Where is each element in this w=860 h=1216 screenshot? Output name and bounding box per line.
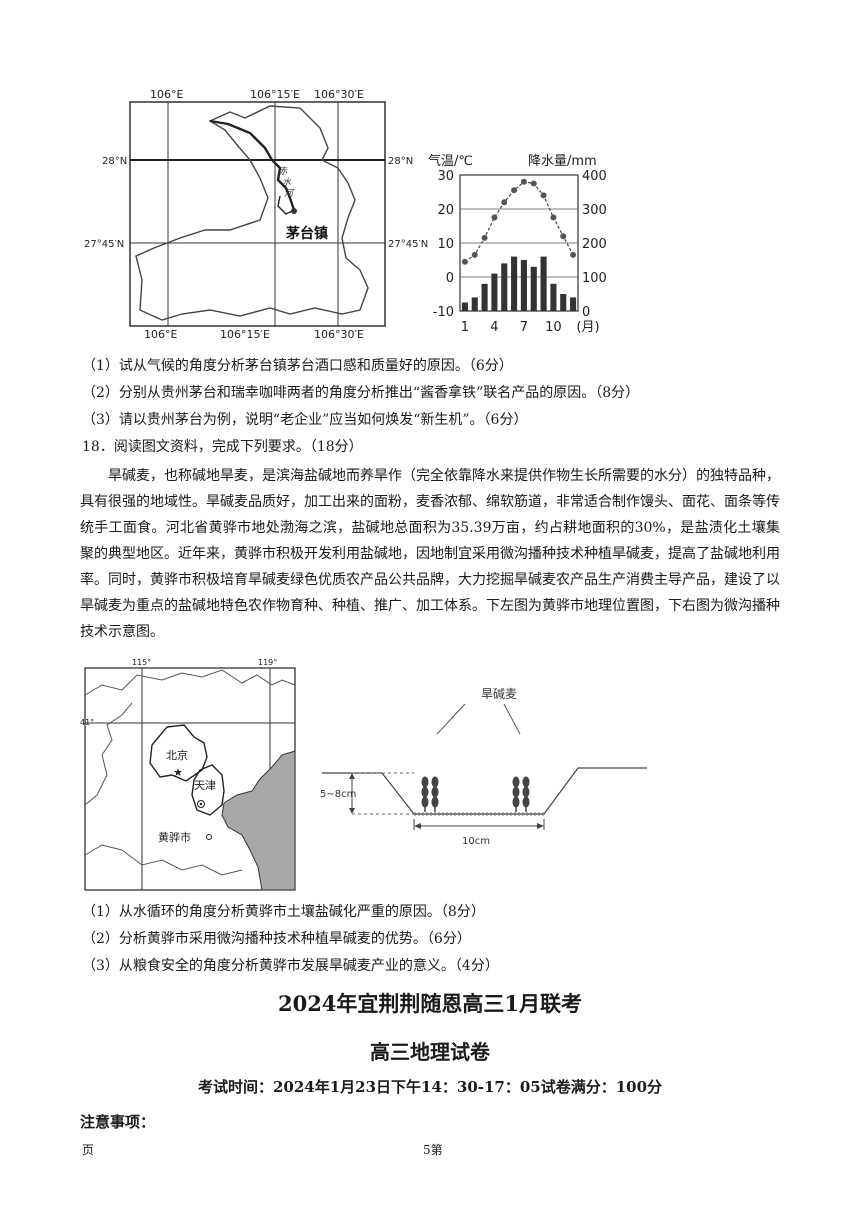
ylabel-right: 降水量/mm [528, 154, 597, 169]
wheat-plant-left [421, 776, 439, 812]
precip-bar [570, 297, 577, 311]
wheat-plant-right [512, 776, 530, 812]
huanghua-map: 115° 119° 41° 北京 ★ 天津 黄骅市 [80, 658, 296, 891]
tianjin-label: 天津 [194, 779, 216, 792]
ylabel-left: 气温/℃ [428, 153, 473, 169]
ytick-right: 0 [582, 305, 590, 320]
temperature-point [570, 251, 577, 258]
q17-3: （3）请以贵州茅台为例，说明“老企业”应当如何焕发“新生机”。（6分） [82, 412, 528, 428]
depth-label: 5~8cm [320, 789, 356, 800]
q18-paragraph: 旱碱麦，也称碱地旱麦，是滨海盐碱地而养旱作（完全依靠降水来提供作物生长所需要的水… [80, 463, 780, 645]
ytick-left: 0 [446, 271, 454, 286]
temperature-point [550, 214, 557, 221]
precip-bar [540, 256, 547, 311]
xtick: 7 [520, 320, 528, 335]
precip-bar [530, 266, 537, 311]
precip-bar [461, 302, 468, 311]
river-label-2: 水 [282, 177, 292, 188]
ytick-right: 300 [582, 203, 607, 218]
q17-2: （2）分别从贵州茅台和瑞幸咖啡两者的角度分析推出“酱香拿铁”联名产品的原因。（8… [82, 385, 640, 401]
town-label: 茅台镇 [286, 225, 328, 242]
ytick-left: 30 [437, 169, 454, 184]
lon-top-2: 106°15′E [250, 88, 300, 101]
temperature-point [471, 251, 478, 258]
width-label: 10cm [462, 836, 490, 847]
precip-bar [520, 260, 527, 311]
lon-bottom-2: 106°15′E [220, 328, 270, 341]
lat-28-left: 28°N [102, 156, 127, 167]
lon-top-3: 106°30′E [314, 88, 364, 101]
q17-1: （1）试从气候的角度分析茅台镇茅台酒口感和质量好的原因。（6分） [82, 358, 513, 374]
xtick: 4 [490, 320, 498, 335]
temperature-point [511, 187, 518, 194]
ytick-left: -10 [433, 305, 454, 320]
xtick: 1 [461, 320, 469, 335]
river-label-1: 赤 [278, 166, 288, 177]
lon-bottom-1: 106°E [144, 328, 177, 341]
ytick-right: 200 [582, 237, 607, 252]
temperature-point [461, 258, 468, 265]
lon-bottom-3: 106°30′E [314, 328, 364, 341]
crop-label: 旱碱麦 [481, 687, 517, 701]
maotai-map: 赤 水 河 茅台镇 106°E 106°15′E 106°30′E 106°E … [84, 88, 428, 341]
exam-info: 考试时间：2024年1月23日下午14：30-17：05试卷满分：100分 [197, 1078, 663, 1096]
beijing-label: 北京 [166, 748, 188, 762]
lon-115: 115° [132, 658, 151, 667]
furrow-diagram: 旱碱麦 5~8cm 10cm [320, 687, 647, 847]
temperature-point [501, 199, 508, 206]
lon-top-1: 106°E [150, 88, 183, 101]
exam-subtitle: 高三地理试卷 [370, 1040, 490, 1064]
precip-bar [491, 273, 498, 311]
lat-2745-right: 27°45′N [388, 239, 428, 250]
huanghua-label: 黄骅市 [158, 830, 191, 844]
lat-28-right: 28°N [388, 156, 413, 167]
q18-3: （3）从粮食安全的角度分析黄骅市发展旱碱麦产业的意义。（4分） [82, 958, 499, 974]
precip-bar [511, 256, 518, 311]
q18-paragraph-text: 旱碱麦，也称碱地旱麦，是滨海盐碱地而养旱作（完全依靠降水来提供作物生长所需要的水… [80, 468, 780, 640]
lon-119: 119° [258, 658, 277, 667]
temperature-point [540, 192, 547, 199]
precip-bar [481, 283, 488, 311]
ytick-left: 20 [437, 203, 454, 218]
exam-title: 2024年宜荆荆随恩高三1月联考 [277, 991, 583, 1016]
q18-2: （2）分析黄骅市采用微沟播种技术种植旱碱麦的优势。（6分） [82, 931, 471, 947]
footer-page: 5第 [423, 1143, 443, 1157]
star-icon: ★ [173, 766, 183, 779]
river-label-3: 河 [284, 188, 295, 199]
temperature-line [464, 181, 574, 263]
notice-heading: 注意事项： [80, 1113, 156, 1131]
temperature-point [491, 214, 498, 221]
lat-41: 41° [80, 718, 94, 727]
lat-2745-left: 27°45′N [84, 239, 124, 250]
precip-bar [560, 294, 567, 311]
footer-left: 页 [82, 1143, 95, 1157]
precip-bar [550, 283, 557, 311]
precip-bar [501, 263, 508, 311]
temperature-point [530, 180, 537, 187]
xtick: (月) [576, 320, 599, 335]
ytick-left: 10 [437, 237, 454, 252]
temperature-point [481, 234, 488, 241]
ytick-right: 100 [582, 271, 607, 286]
q18-heading: 18．阅读图文资料，完成下列要求。（18分） [82, 439, 363, 455]
precip-bar [471, 297, 478, 311]
temperature-point [520, 178, 527, 185]
q18-1: （1）从水循环的角度分析黄骅市土壤盐碱化严重的原因。（8分） [82, 904, 485, 920]
ytick-right: 400 [582, 169, 607, 184]
temperature-point [560, 233, 567, 240]
xtick: 10 [545, 320, 562, 335]
